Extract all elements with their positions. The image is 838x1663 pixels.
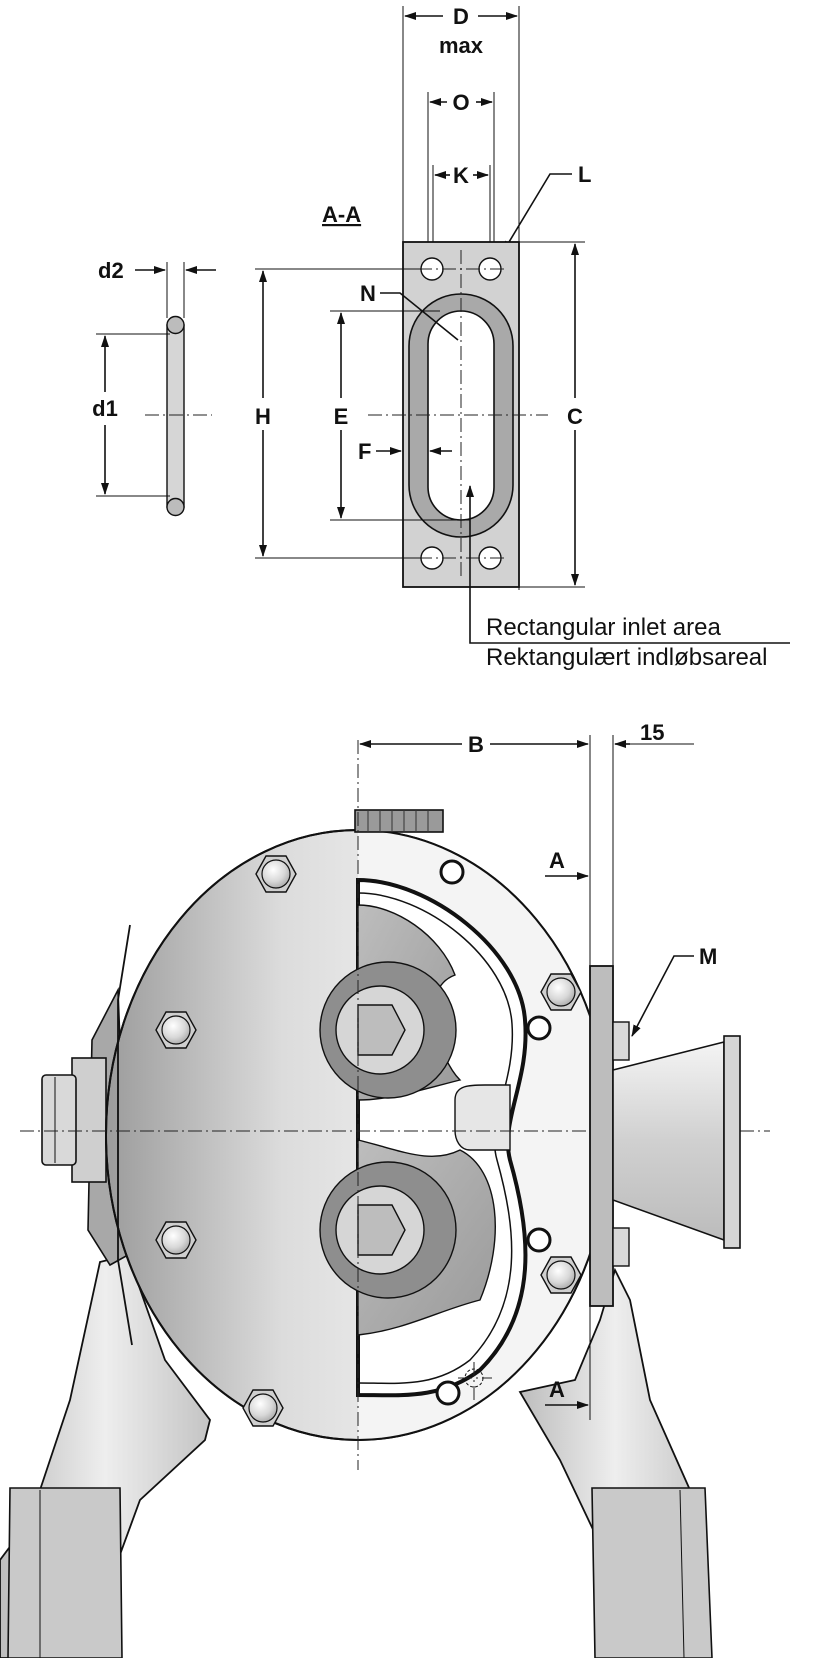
inlet-flange (589, 965, 614, 1307)
section-view: D max O K L A-A (92, 4, 790, 671)
pump-cutaway (319, 830, 610, 1440)
dim-d-label: D (453, 4, 469, 29)
foot-left (7, 1487, 123, 1659)
inlet-opening (427, 310, 495, 521)
dim-d2-label: d2 (98, 258, 124, 283)
dim-b-label: B (468, 732, 484, 757)
dim-h-label: H (255, 404, 271, 429)
shaft-housing (71, 1057, 107, 1183)
flange-nut (612, 1021, 630, 1061)
dim-c-label: C (567, 404, 583, 429)
shaft-end (41, 1074, 77, 1166)
front-cover-bolt (155, 1011, 197, 1049)
dim-f-label: F (358, 439, 371, 464)
foot-right (591, 1487, 713, 1659)
dim-o-label: O (452, 90, 469, 115)
inlet-connection (723, 1035, 741, 1249)
label-m: M (699, 944, 717, 969)
section-marker-a-bottom: A (549, 1377, 565, 1402)
callout-inlet-area-da: Rektangulært indløbsareal (486, 644, 767, 671)
section-title: A-A (322, 202, 361, 227)
top-nut (354, 809, 444, 833)
dim-k-label: K (453, 163, 469, 188)
dim-15-label: 15 (640, 720, 664, 745)
section-marker-a-top: A (549, 848, 565, 873)
callout-inlet-area-en: Rectangular inlet area (486, 614, 721, 641)
dim-e-label: E (334, 404, 349, 429)
flange-nut (612, 1227, 630, 1267)
inlet-cone (612, 1040, 725, 1242)
casing-bolt (540, 1256, 582, 1294)
front-cover-bolt (155, 1221, 197, 1259)
front-cover-bolt (255, 855, 297, 893)
pump-view: B 15 A A M (0, 720, 770, 1659)
label-l: L (578, 162, 591, 187)
casing-bolt (540, 973, 582, 1011)
dim-d-max-label: max (439, 33, 484, 58)
oring-side-view (145, 315, 212, 517)
front-cover-bolt (242, 1389, 284, 1427)
label-n: N (360, 281, 376, 306)
dim-d1-label: d1 (92, 396, 118, 421)
